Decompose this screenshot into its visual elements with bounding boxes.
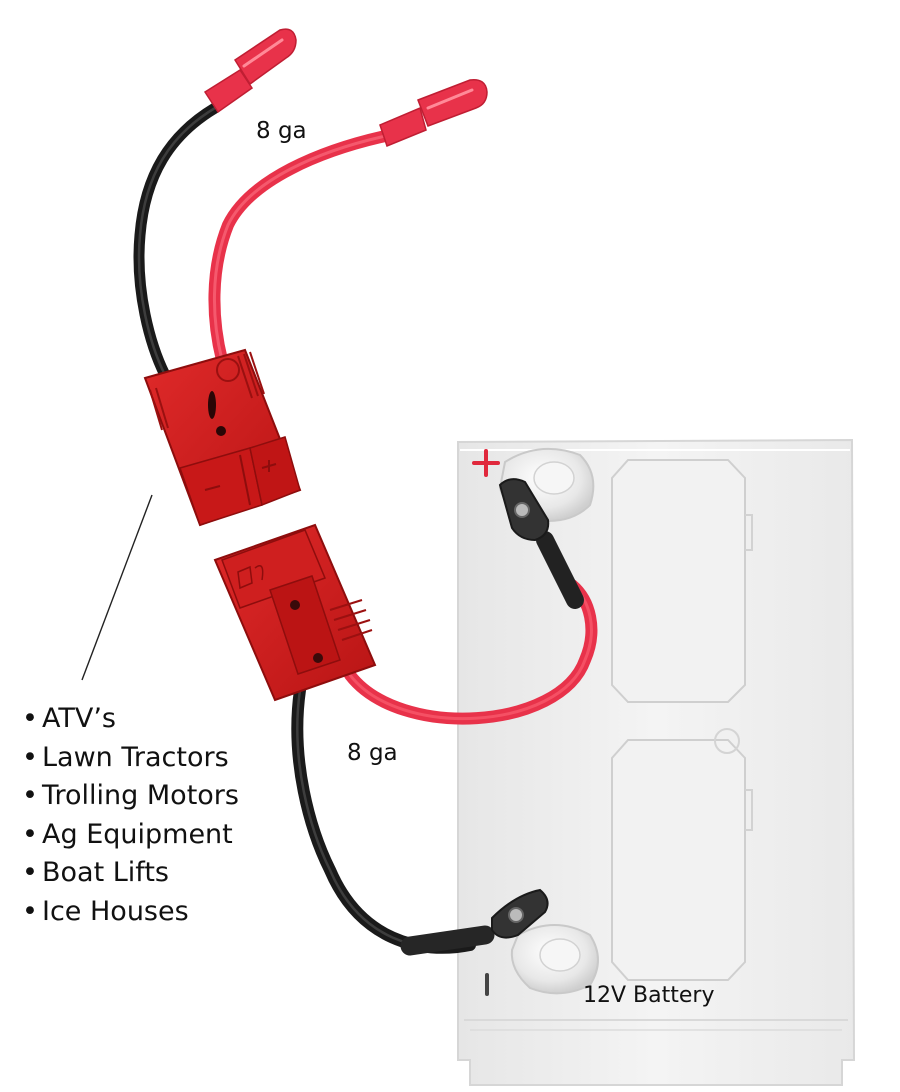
positive-mark — [472, 449, 500, 477]
upper-harness — [133, 102, 396, 381]
upper-anderson-connector — [143, 348, 302, 527]
battery-label: 12V Battery — [583, 983, 715, 1008]
lower-wire-gauge-label: 8 ga — [347, 740, 398, 766]
lower-harness — [291, 478, 598, 956]
list-item: •Trolling Motors — [22, 780, 239, 811]
battery — [457, 438, 856, 1086]
pointer-line — [81, 494, 153, 681]
list-item: •ATV’s — [22, 703, 116, 734]
list-item: •Boat Lifts — [22, 857, 169, 888]
upper-wire-gauge-label: 8 ga — [256, 118, 307, 144]
negative-terminal — [510, 924, 599, 995]
black-wire-terminal — [203, 28, 297, 114]
applications-list: •ATV’s •Lawn Tractors •Trolling Motors •… — [22, 700, 239, 931]
list-item: •Ice Houses — [22, 895, 189, 927]
lower-anderson-connector — [213, 523, 377, 702]
red-wire-terminal — [379, 79, 488, 147]
list-item: •Ag Equipment — [22, 818, 233, 850]
list-item: •Lawn Tractors — [22, 741, 229, 773]
positive-terminal — [498, 447, 595, 522]
